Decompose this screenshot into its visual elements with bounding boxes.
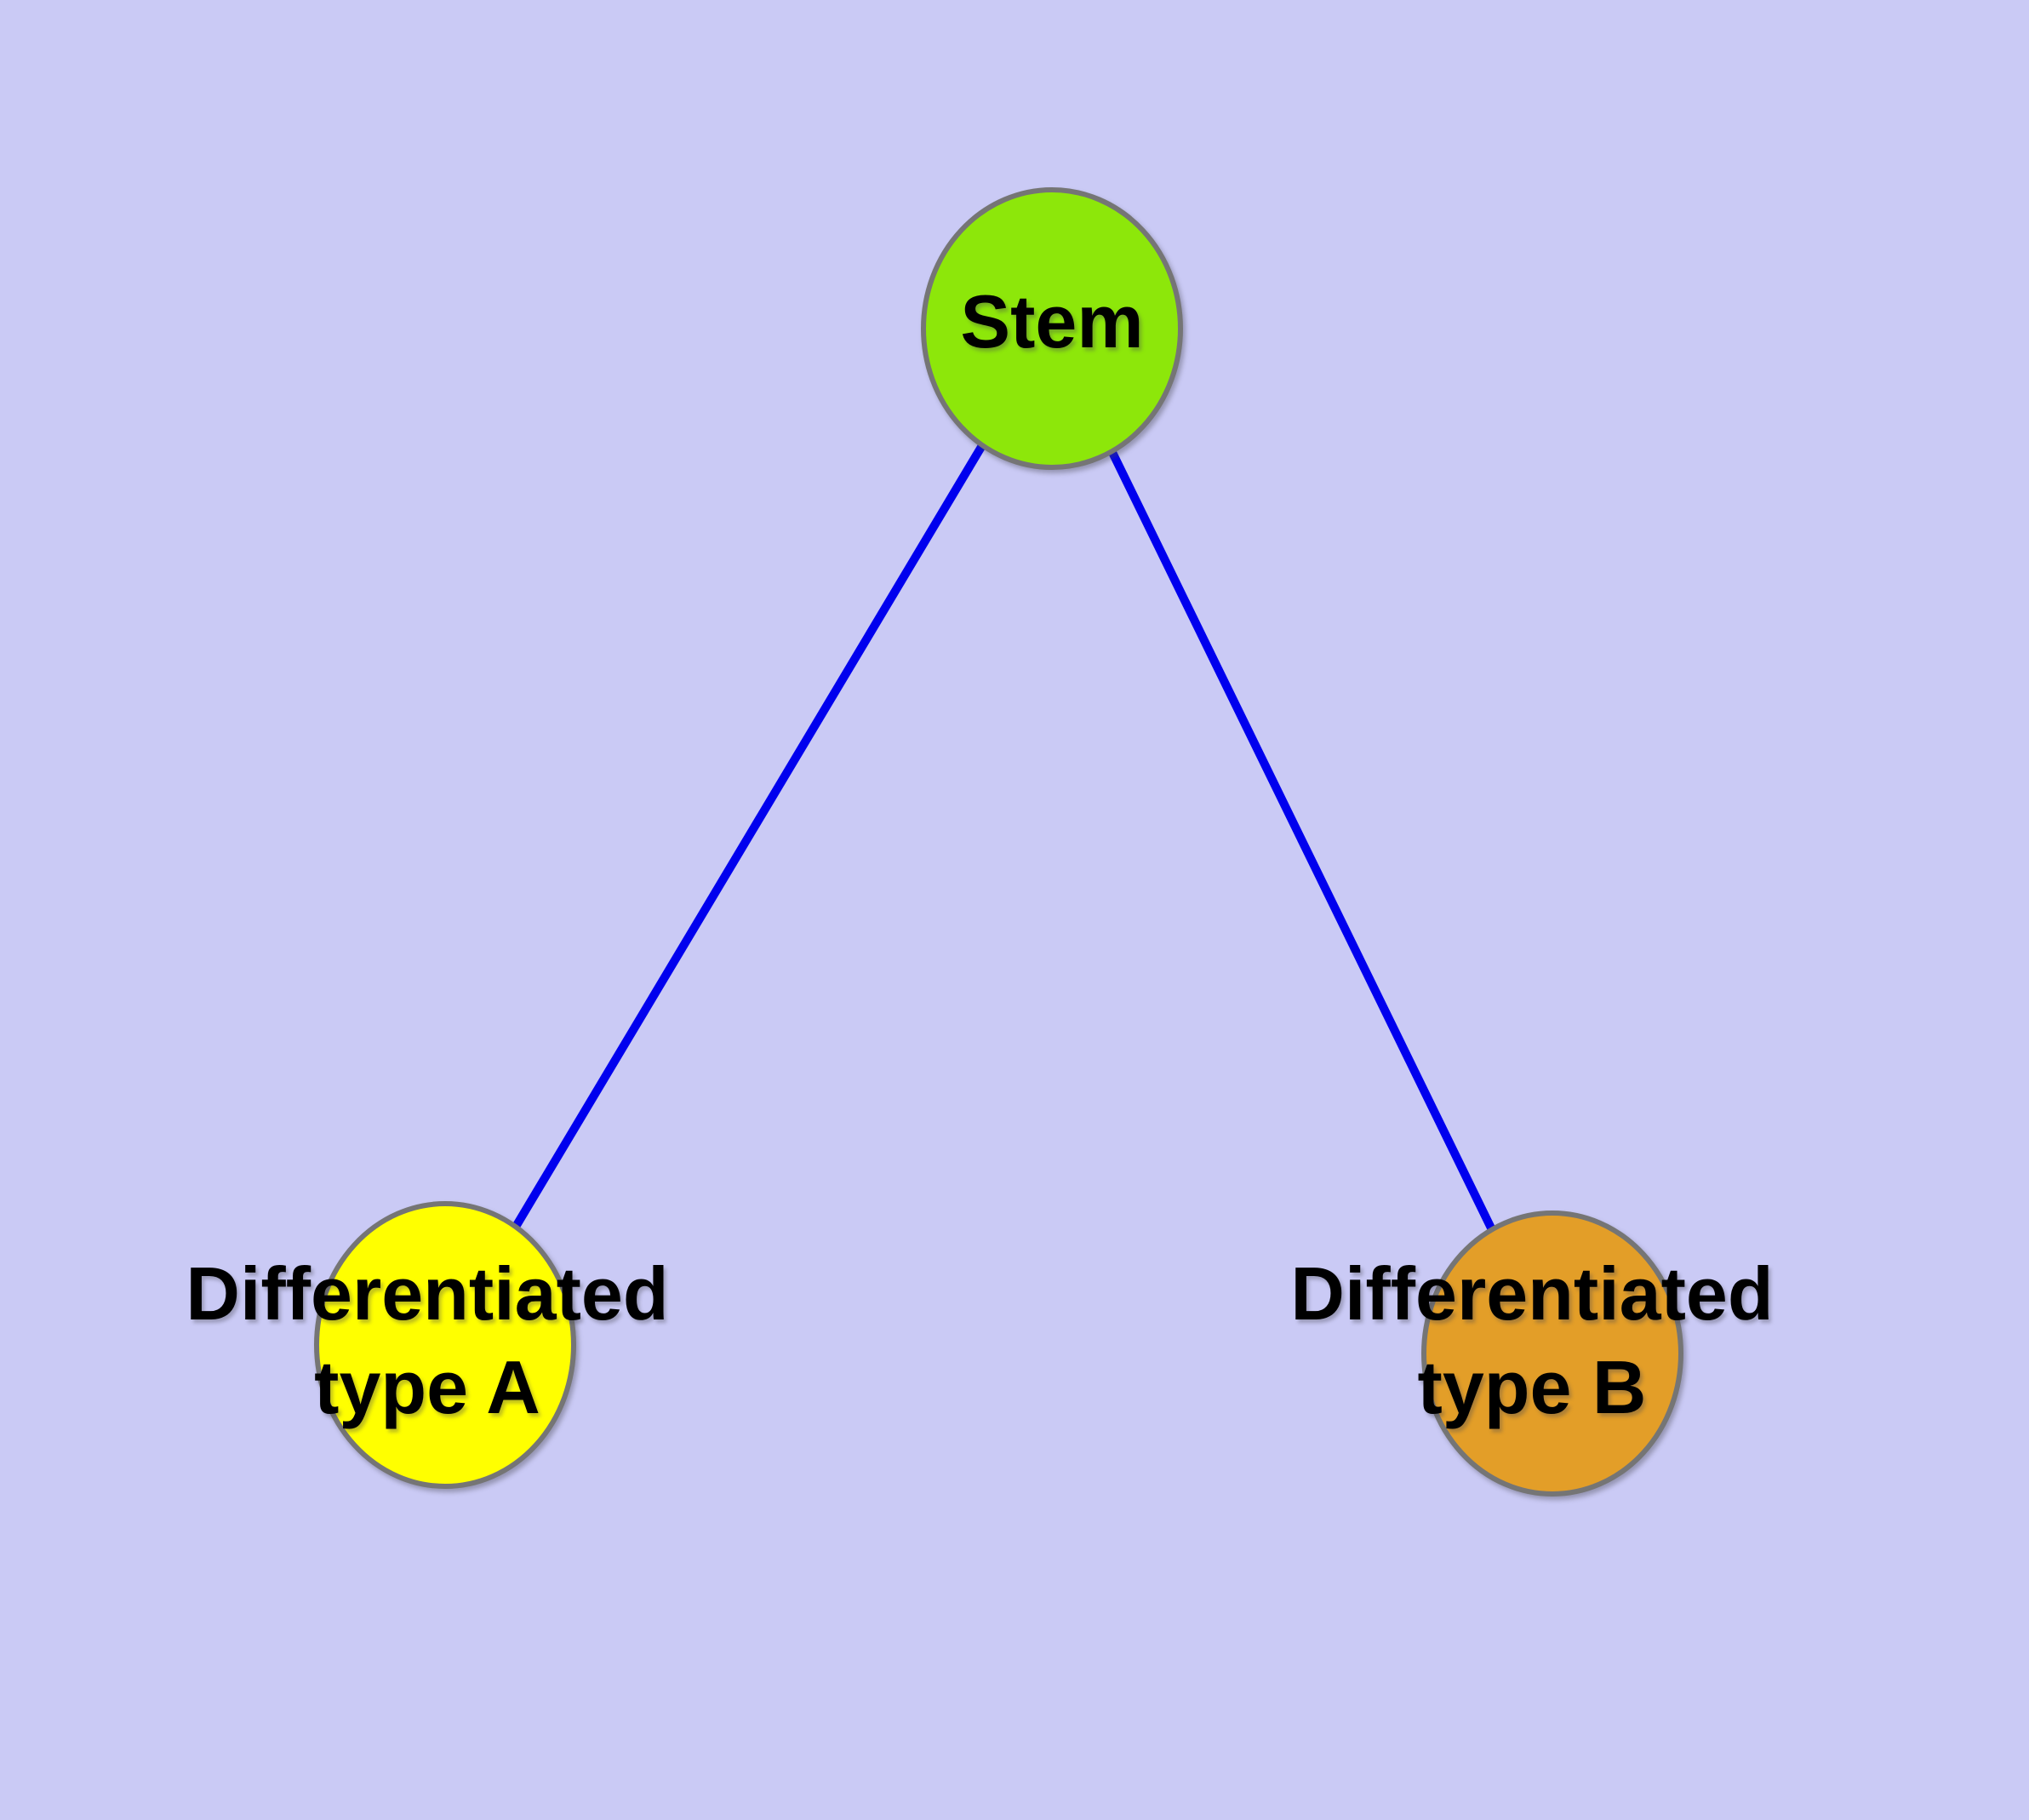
node-differentiated-type-b bbox=[1421, 1210, 1683, 1497]
node-type-a-label-line2: type A bbox=[314, 1345, 540, 1429]
node-differentiated-type-a bbox=[314, 1201, 576, 1489]
node-type-b-label-line2: type B bbox=[1418, 1345, 1647, 1429]
node-stem bbox=[921, 187, 1183, 470]
edge-stem-to-type-b bbox=[1048, 326, 1557, 1356]
node-type-a-label-line1: Differentiated bbox=[186, 1251, 668, 1336]
node-type-b-label-line1: Differentiated bbox=[1290, 1251, 1773, 1336]
edge-stem-to-type-a bbox=[441, 326, 1056, 1348]
node-stem-label: Stem bbox=[960, 279, 1143, 363]
